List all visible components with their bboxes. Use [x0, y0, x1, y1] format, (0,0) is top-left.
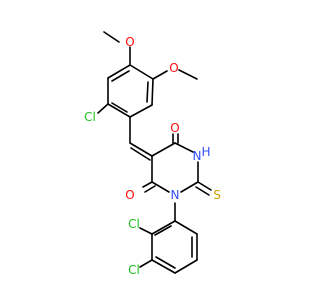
bond-cl3 — [139, 259, 153, 268]
bond-c2-s-double — [195, 186, 210, 196]
atom-label-o2: O — [169, 61, 178, 75]
atom-label-n3: N — [193, 149, 202, 163]
atom-label-cl2: Cl — [128, 217, 140, 231]
bond-ringA-6 — [107, 64, 131, 79]
bond-o2-c3 — [152, 70, 168, 80]
bond-me2-o2 — [178, 69, 198, 80]
bond-ringA-6b — [111, 70, 130, 82]
bond-c5-c4 — [151, 142, 176, 157]
bond-cl1 — [97, 103, 109, 114]
bond-ringB-3 — [151, 259, 176, 274]
bond-n1-c6 — [151, 181, 170, 193]
molecule-structure: O O Cl O H N O N S Cl Cl — [84, 31, 221, 277]
atom-label-nh: H — [201, 145, 210, 159]
molecule-canvas: O O Cl O H N O N S Cl Cl — [84, 31, 221, 277]
atom-sulfur: S — [213, 188, 221, 202]
bond-c4-n3 — [174, 142, 194, 153]
bond-ringA-3 — [129, 104, 153, 118]
atom-label-s: S — [213, 188, 221, 202]
bond-ringA-1 — [129, 64, 154, 80]
atom-label-cl1: Cl — [84, 110, 96, 124]
bond-ringB-1b — [154, 225, 172, 236]
atom-labels: O O Cl O H N O N S Cl Cl — [84, 35, 221, 277]
bond-me1-o1 — [103, 31, 120, 43]
atom-oxygen-2: O — [169, 61, 178, 75]
atom-chlorine-2: Cl — [128, 217, 140, 231]
bond-c6-o6-double — [144, 185, 156, 193]
atom-oxygen-6: O — [125, 188, 134, 202]
bond-ch-c5-double — [130, 147, 151, 161]
bond-ringA-2 — [151, 78, 154, 106]
atom-label-o4: O — [170, 121, 179, 135]
atom-chlorine-3: Cl — [128, 263, 140, 277]
bond-ch-c5 — [129, 142, 153, 157]
bond-ringA-4b — [111, 102, 128, 113]
atom-label-cl3: Cl — [128, 263, 140, 277]
bonds — [97, 31, 212, 274]
bond-ringB-6 — [174, 220, 198, 235]
bond-cl2 — [139, 227, 153, 235]
atom-hydrogen-n3: H — [201, 145, 210, 159]
bond-c6-o6 — [142, 181, 153, 188]
atom-label-n1: N — [171, 188, 180, 202]
atom-oxygen-1: O — [125, 35, 134, 49]
atom-nitrogen-1: N — [171, 188, 180, 202]
bond-ringB-4 — [174, 259, 198, 274]
bond-ringA-4 — [107, 103, 131, 118]
atom-chlorine-1: Cl — [84, 110, 96, 124]
bond-c2-n1 — [180, 181, 199, 193]
atom-oxygen-4: O — [170, 121, 179, 135]
bond-ringB-3b — [155, 256, 176, 269]
bond-ringA-2b — [146, 81, 149, 103]
atom-label-o6: O — [125, 188, 134, 202]
bond-c2-s — [197, 181, 212, 191]
atom-label-o1: O — [125, 35, 134, 49]
bond-ringB-1 — [151, 220, 176, 235]
atom-nitrogen-3: N — [193, 149, 202, 163]
